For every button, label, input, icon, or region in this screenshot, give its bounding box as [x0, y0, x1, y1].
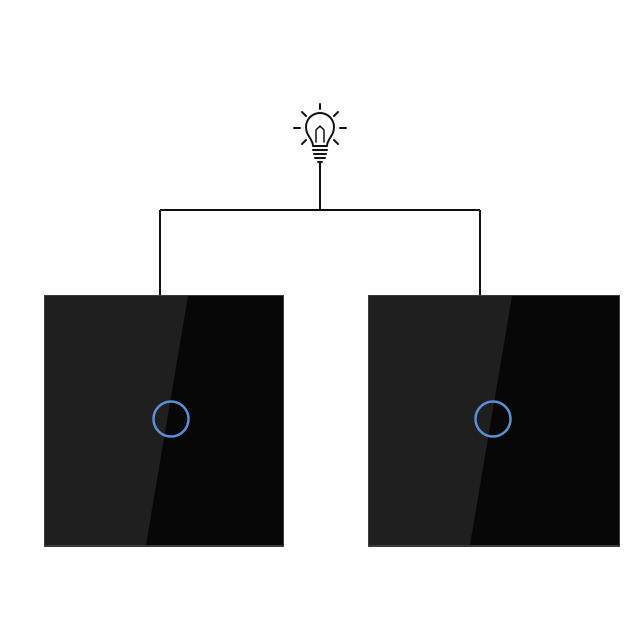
bulb-ray-top-left — [301, 111, 307, 117]
bulb-ray-bottom-left — [301, 139, 307, 145]
bulb-glass — [305, 112, 335, 147]
bulb-filament — [315, 125, 325, 143]
light-bulb-icon — [293, 103, 347, 163]
wiring — [159, 163, 481, 296]
switch-panel-left[interactable] — [44, 295, 284, 547]
switch-panel-left-glare — [45, 296, 188, 545]
switch-panel-right[interactable] — [368, 295, 620, 547]
touch-ring-icon[interactable] — [474, 400, 512, 438]
touch-ring-icon[interactable] — [152, 400, 190, 438]
switch-panel-right-glare — [369, 296, 512, 545]
bulb-ray-bottom-right — [333, 139, 339, 145]
bulb-ray-top-right — [333, 111, 339, 117]
